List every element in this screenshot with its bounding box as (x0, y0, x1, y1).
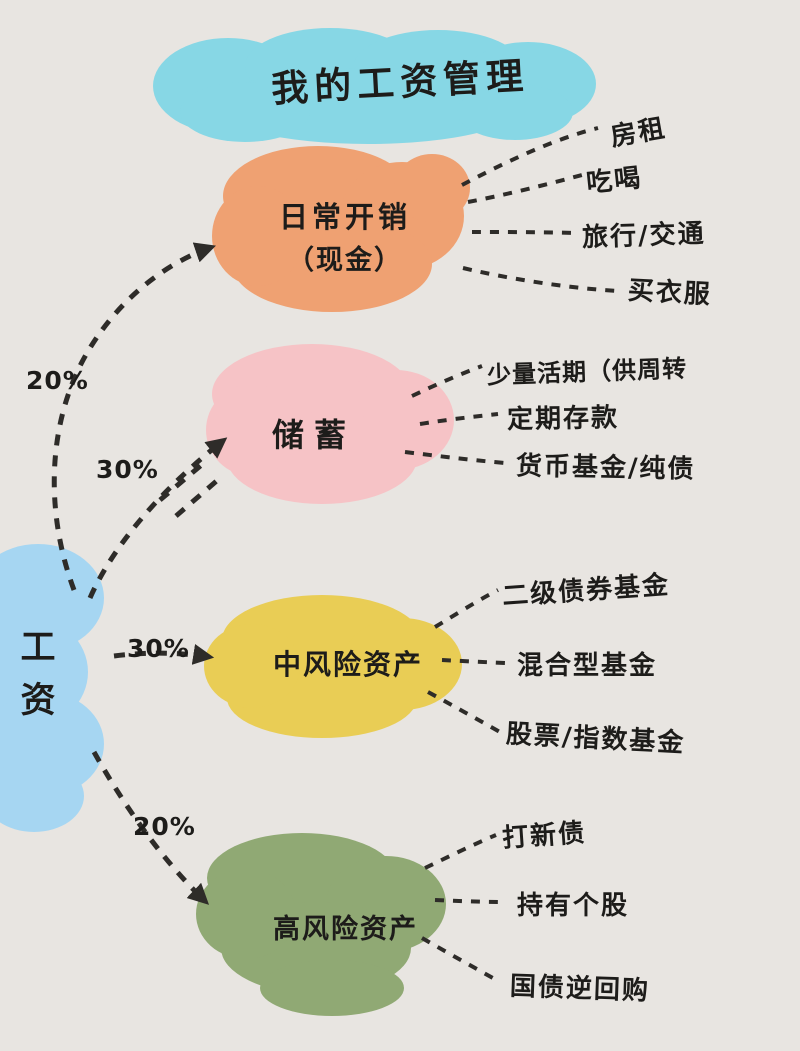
percent-daily-expenses: 20% (26, 366, 89, 395)
connector-medium-bond-fund (433, 588, 499, 629)
connector-high-new-bond (424, 833, 497, 870)
branch-medium-risk-blob (204, 595, 462, 738)
connector-root-savings (87, 437, 228, 600)
percent-medium-risk: 30% (127, 634, 190, 663)
leaf-money-fund-pure-bond: 货币基金/纯债 (515, 451, 696, 485)
branch-daily-sublabel: （现金） (287, 245, 403, 277)
leaf-treasury-reverse-repo: 国债逆回购 (509, 971, 651, 1007)
percent-high-risk: 20% (133, 812, 196, 841)
branch-high-risk-blob (196, 833, 446, 1016)
leaf-new-bond-subscription: 打新债 (501, 818, 588, 854)
connector-daily-clothes (462, 266, 619, 293)
branch-savings-blob (206, 344, 454, 504)
branch-node-savings: 储蓄 (272, 416, 357, 454)
connector-root-savings-sketch-1 (158, 460, 207, 502)
connector-daily-travel (471, 230, 576, 235)
root-branch-connectors (51, 242, 228, 905)
connector-savings-fixed (419, 412, 499, 426)
connector-medium-hybrid-fund (441, 658, 506, 665)
connector-lines (51, 126, 619, 984)
branch-node-daily-expenses: 日常开销 （现金） (245, 196, 445, 277)
leaf-travel-transport: 旅行/交通 (581, 218, 707, 254)
connector-root-savings-sketch-2 (174, 476, 222, 518)
connector-high-stocks (434, 898, 506, 904)
leaf-individual-stocks: 持有个股 (517, 891, 630, 921)
leaf-food: 吃喝 (584, 163, 644, 199)
title-cloud-blob (153, 28, 596, 144)
connector-high-repo (421, 936, 501, 984)
leaf-hybrid-fund: 混合型基金 (517, 651, 658, 681)
percent-savings: 30% (96, 455, 159, 484)
branch-leaf-connectors (404, 126, 619, 984)
branch-node-high-risk: 高风险资产 (273, 914, 418, 945)
connector-daily-rent (461, 126, 599, 187)
branch-node-medium-risk: 中风险资产 (272, 648, 423, 681)
branch-daily-label: 日常开销 (278, 200, 411, 234)
connector-root-high (91, 750, 210, 905)
root-node-label: 工资 (20, 628, 56, 721)
connector-root-daily (51, 242, 216, 591)
leaf-demand-deposit: 少量活期（供周转 (486, 354, 688, 390)
branch-daily-expenses-blob (212, 146, 470, 312)
root-node-blob (0, 544, 104, 832)
connector-root-medium (113, 644, 215, 665)
leaf-clothes: 买衣服 (627, 275, 713, 311)
leaf-fixed-deposit: 定期存款 (506, 403, 620, 435)
connector-savings-demand (411, 364, 483, 398)
connector-medium-stock-index (427, 690, 501, 734)
connector-daily-food (467, 173, 583, 204)
